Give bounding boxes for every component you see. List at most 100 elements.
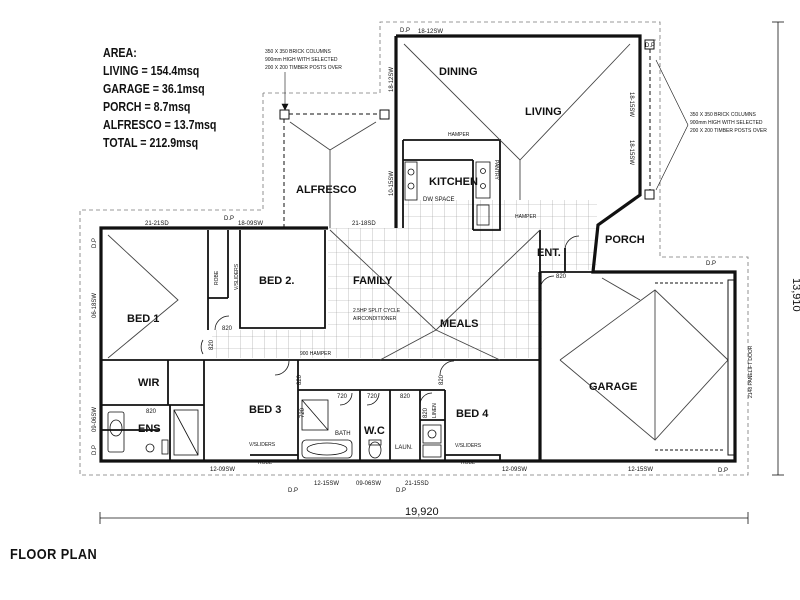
label-bed2: BED 2. bbox=[259, 275, 294, 287]
downpipe-5: D.P bbox=[288, 488, 298, 494]
door-820-ens: 820 bbox=[146, 409, 157, 415]
bathroom-fixtures bbox=[107, 399, 442, 459]
door-820-ent: 820 bbox=[556, 274, 567, 280]
window-12-09sw-left: 12-09SW bbox=[210, 467, 235, 473]
note-columns-right-3: 200 X 200 TIMBER POSTS OVER bbox=[690, 128, 767, 134]
window-12-09sw-right: 12-09SW bbox=[502, 467, 527, 473]
downpipe-6: D.P bbox=[396, 488, 406, 494]
room-labels: DINING LIVING ALFRESCO KITCHEN DW SPACE … bbox=[127, 66, 645, 466]
door-820-laun: 820 bbox=[400, 394, 411, 400]
label-linen: LINEN bbox=[432, 403, 438, 418]
overall-dimensions bbox=[99, 21, 784, 524]
area-porch: PORCH = 8.7msq bbox=[103, 99, 191, 114]
internal-walls bbox=[101, 139, 593, 461]
window-06-18sw: 06-18SW bbox=[92, 293, 98, 318]
label-garage: GARAGE bbox=[589, 381, 637, 393]
label-bed1: BED 1 bbox=[127, 313, 159, 325]
label-dw-space: DW SPACE bbox=[423, 197, 455, 203]
label-robe-b3: ROBE bbox=[258, 460, 273, 466]
tiled-area bbox=[212, 200, 597, 358]
note-columns-right-1: 350 X 350 BRICK COLUMNS bbox=[690, 112, 757, 118]
downpipe-3: D.P bbox=[92, 238, 98, 248]
label-robe: ROBE bbox=[214, 270, 220, 285]
roof-lines bbox=[107, 43, 729, 441]
area-alfresco: ALFRESCO = 13.7msq bbox=[103, 117, 217, 132]
door-swings bbox=[200, 235, 580, 406]
area-total: TOTAL = 212.9msq bbox=[103, 135, 199, 150]
downpipe-7: D.P bbox=[706, 261, 716, 267]
label-laun: LAUN. bbox=[395, 445, 413, 451]
downpipes: D.P D.P D.P D.P D.P D.P D.P D.P D.P bbox=[92, 28, 728, 494]
label-wc: W.C bbox=[364, 425, 385, 437]
downpipe-1: D.P bbox=[400, 28, 410, 34]
label-vsliders-b4: V/SLIDERS bbox=[455, 443, 482, 449]
window-21-15sd: 21-15SD bbox=[405, 481, 429, 487]
window-18-12sw-top: 18-12SW bbox=[418, 29, 443, 35]
label-meals: MEALS bbox=[440, 318, 479, 330]
door-720-bot: 720 bbox=[300, 407, 306, 418]
garage-door bbox=[655, 279, 735, 456]
label-family: FAMILY bbox=[353, 275, 393, 287]
note-columns-left-3: 200 X 200 TIMBER POSTS OVER bbox=[265, 65, 342, 71]
window-21-18sd: 21-18SD bbox=[352, 221, 376, 227]
door-720-bath: 720 bbox=[337, 394, 348, 400]
note-aircon-2: AIRCONDITIONER bbox=[353, 316, 397, 322]
window-12-15sw-mid: 12-15SW bbox=[314, 481, 339, 487]
construction-notes: 350 X 350 BRICK COLUMNS 900mm HIGH WITH … bbox=[265, 49, 767, 398]
window-18-15sw-right: 18-15SW bbox=[628, 92, 634, 117]
label-bath: BATH bbox=[335, 431, 351, 437]
area-living: LIVING = 154.4msq bbox=[103, 63, 200, 78]
kitchen-fixtures bbox=[404, 161, 491, 226]
label-ens: ENS bbox=[138, 423, 161, 435]
note-leaders bbox=[281, 59, 689, 191]
window-12-15sw-right: 12-15SW bbox=[628, 467, 653, 473]
door-820-bed2: 820 bbox=[222, 326, 233, 332]
downpipe-8: D.P bbox=[718, 468, 728, 474]
label-living: LIVING bbox=[525, 106, 562, 118]
door-sizes: 820 820 820 820 820 720 720 820 820 720 … bbox=[146, 274, 567, 418]
door-720-wc: 720 bbox=[367, 394, 378, 400]
downpipe-4: D.P bbox=[92, 445, 98, 455]
note-columns-right-2: 900mm HIGH WITH SELECTED bbox=[690, 120, 763, 126]
area-summary: AREA: LIVING = 154.4msq GARAGE = 36.1msq… bbox=[103, 44, 216, 152]
note-aircon-1: 2.5HP SPLIT CYCLE bbox=[353, 308, 401, 314]
door-820-bed1: 820 bbox=[209, 339, 215, 350]
door-820-bed4: 820 bbox=[439, 374, 445, 385]
window-codes: 18-12SW 18-12SW 18-15SW 18-15SW 10-15SW … bbox=[92, 29, 653, 487]
downpipe-2: D.P bbox=[224, 216, 234, 222]
label-bed3: BED 3 bbox=[249, 404, 281, 416]
label-wir: WIR bbox=[138, 377, 159, 389]
label-hamper-right: HAMPER bbox=[515, 214, 537, 220]
label-hamper-900: 900 HAMPER bbox=[300, 351, 332, 357]
note-columns-left-2: 900mm HIGH WITH SELECTED bbox=[265, 57, 338, 63]
label-bed4: BED 4 bbox=[456, 408, 489, 420]
window-18-12sw-left: 18-12SW bbox=[389, 67, 395, 92]
window-10-15sw: 10-15SW bbox=[389, 171, 395, 196]
door-820-gar: 820 bbox=[423, 407, 429, 418]
note-garage-door: 2148 PANELIFT DOOR bbox=[748, 345, 754, 398]
window-18-09sw: 18-09SW bbox=[238, 221, 263, 227]
label-porch: PORCH bbox=[605, 234, 645, 246]
area-garage: GARAGE = 36.1msq bbox=[103, 81, 205, 96]
alfresco-columns bbox=[279, 39, 655, 228]
label-pantry: PANTRY bbox=[493, 160, 499, 180]
external-walls bbox=[99, 34, 737, 463]
dimension-width: 19,920 bbox=[405, 506, 439, 518]
window-09-06sw-bot: 09-06SW bbox=[356, 481, 381, 487]
dimension-depth: 13,910 bbox=[790, 278, 800, 312]
label-vsliders-b2: V/SLIDERS bbox=[234, 263, 240, 290]
label-ent: ENT. bbox=[537, 247, 561, 259]
label-robe-b4: ROBE bbox=[461, 460, 476, 466]
plan-title: FLOOR PLAN bbox=[10, 546, 98, 563]
window-09-06sw: 09-06SW bbox=[92, 407, 98, 432]
window-21-21sd: 21-21SD bbox=[145, 221, 169, 227]
area-heading: AREA: bbox=[103, 45, 137, 60]
label-dining: DINING bbox=[439, 66, 478, 78]
label-alfresco: ALFRESCO bbox=[296, 184, 357, 196]
label-vsliders-b3: V/SLIDERS bbox=[249, 442, 276, 448]
window-18-15sw-right2: 18-15SW bbox=[628, 140, 634, 165]
note-columns-left-1: 350 X 350 BRICK COLUMNS bbox=[265, 49, 332, 55]
label-hamper-top: HAMPER bbox=[448, 132, 470, 138]
downpipe-9: D.P bbox=[645, 43, 655, 49]
